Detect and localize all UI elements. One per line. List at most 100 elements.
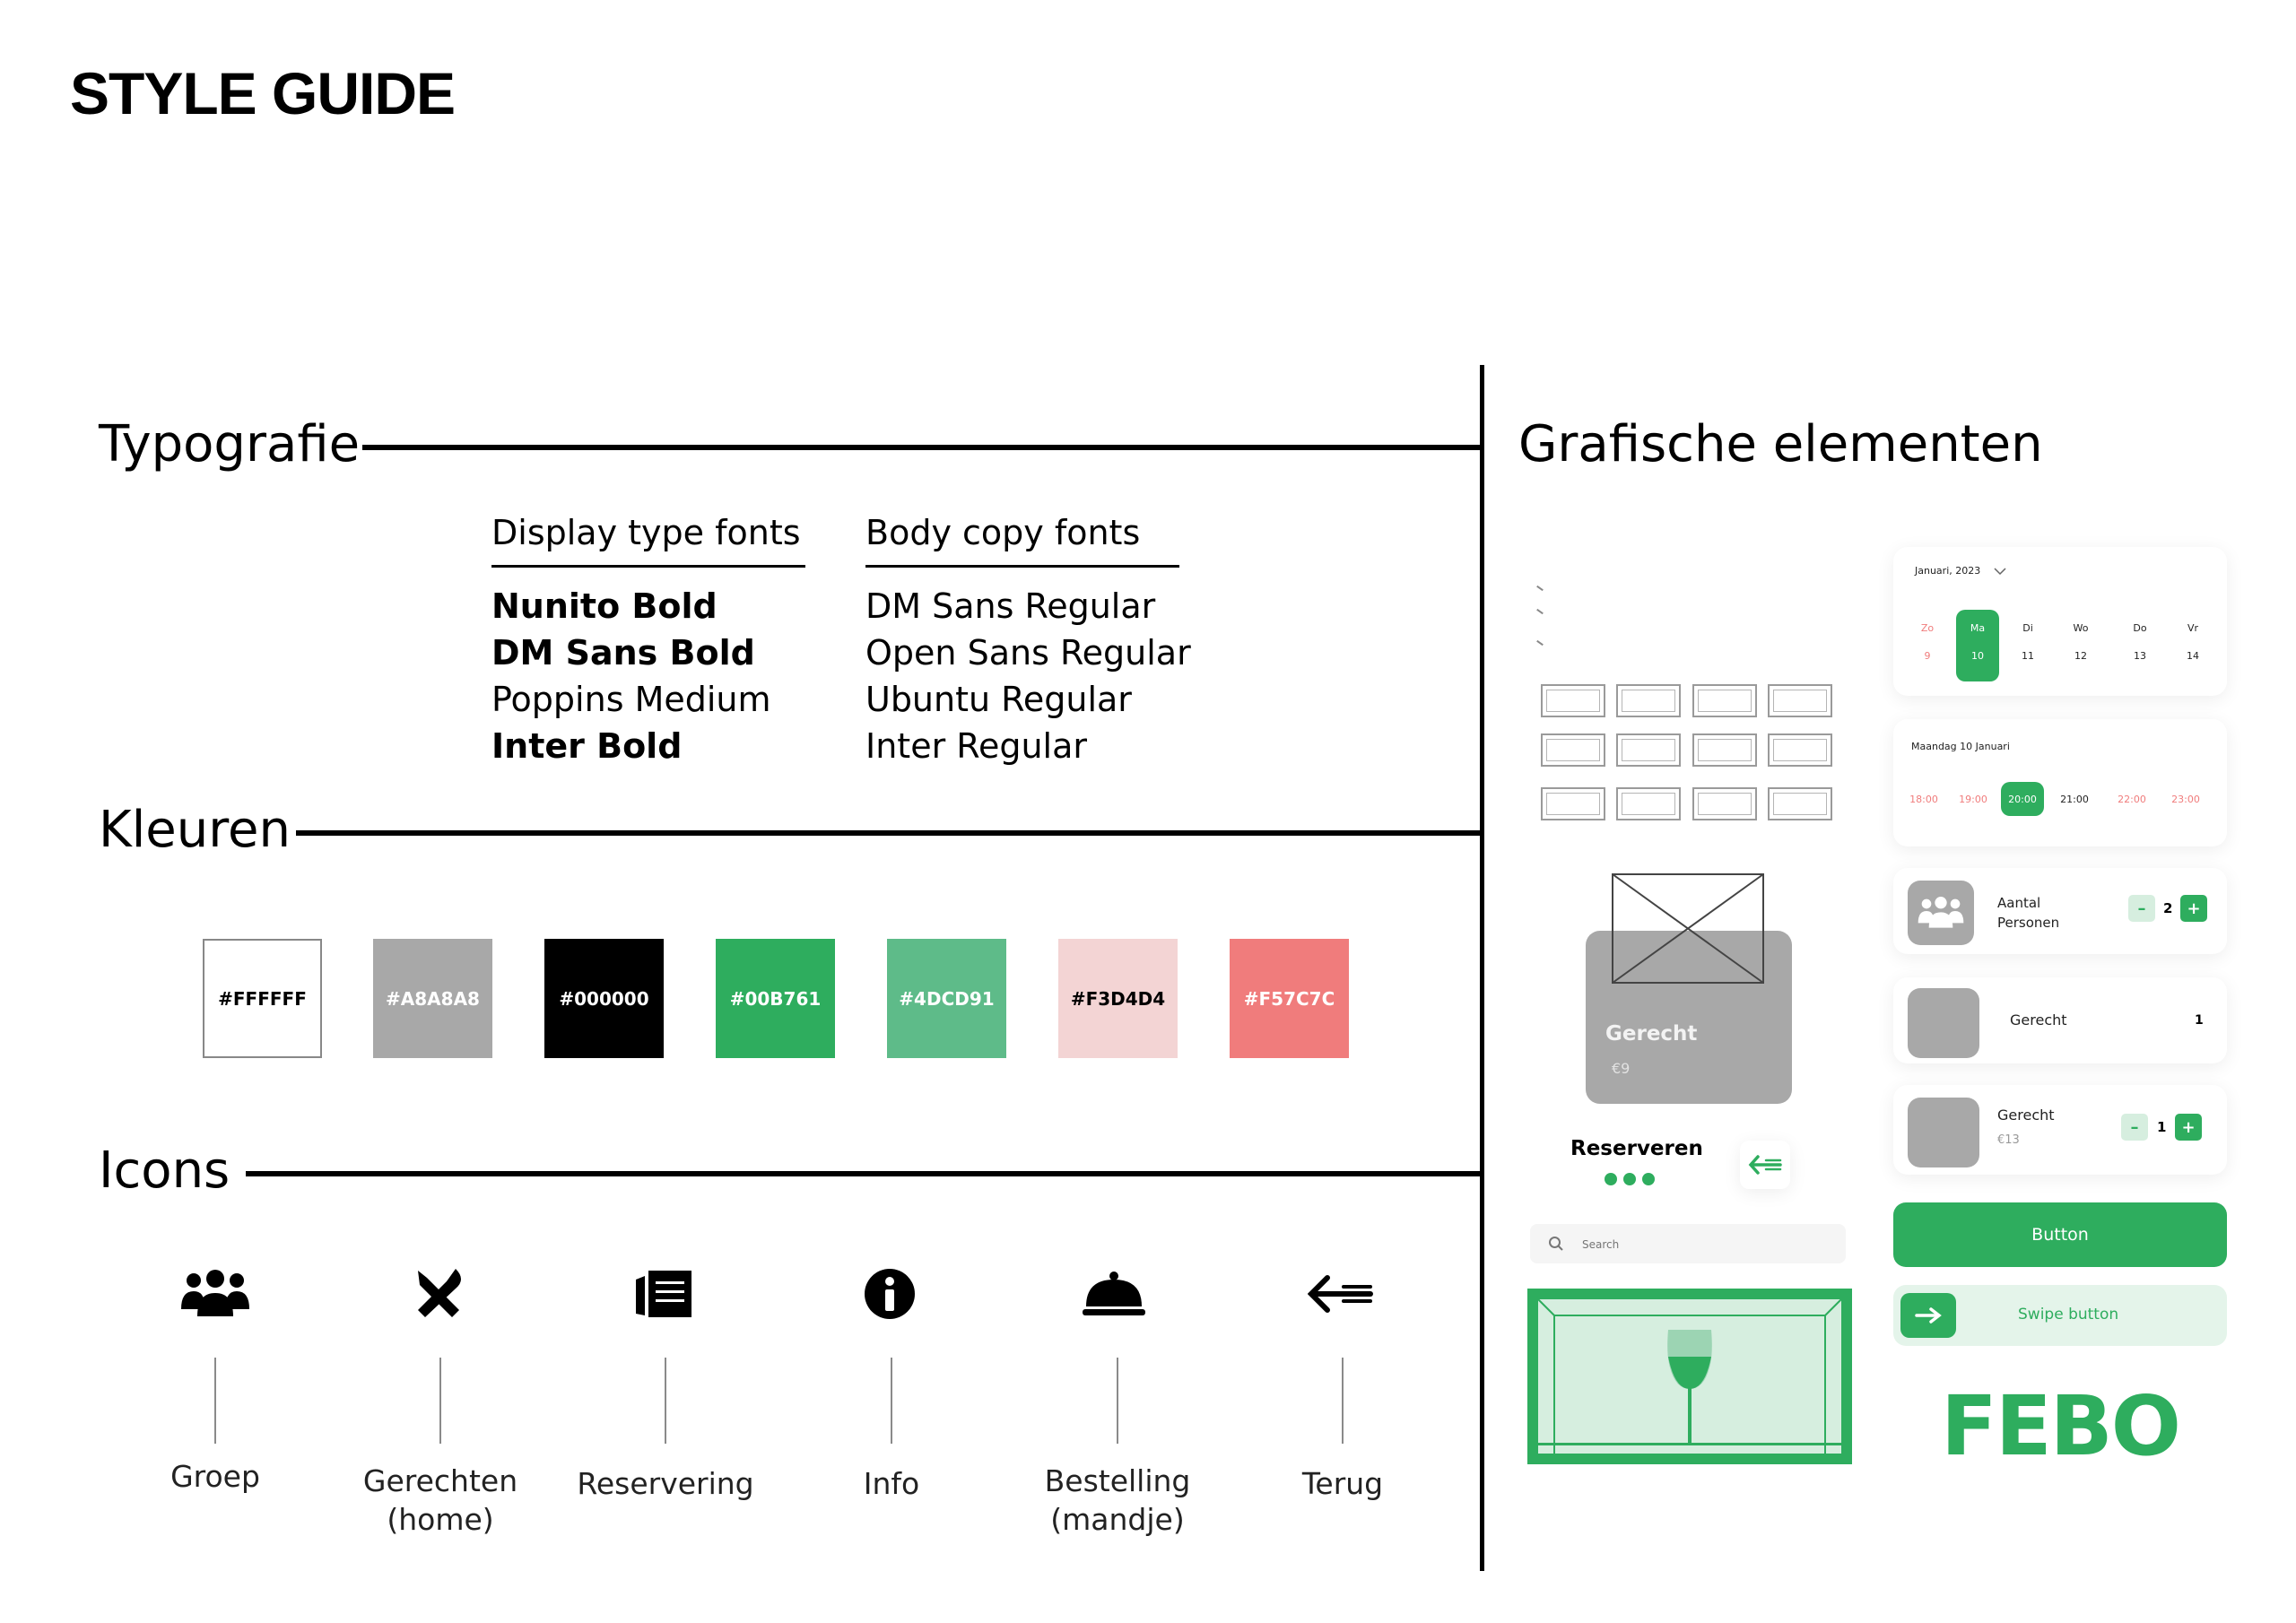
calendar-day[interactable]: Wo 12 (2059, 610, 2102, 681)
icon-label-line: Gerechten (362, 1463, 518, 1498)
tick-mark (1536, 585, 1544, 592)
dish-count-value: 1 (2157, 1119, 2167, 1135)
cloche-icon (1074, 1254, 1154, 1334)
display-font-item: Inter Bold (491, 726, 683, 766)
table-cell (1768, 787, 1832, 820)
table-cell (1692, 787, 1757, 820)
time-slot[interactable]: 23:00 (2171, 793, 2200, 805)
icon-label: Groep (99, 1457, 332, 1496)
back-arrow-icon (1748, 1155, 1782, 1175)
time-slot[interactable]: 19:00 (1959, 793, 1987, 805)
dish-quantity: 1 (2195, 1013, 2204, 1028)
color-swatch: #FFFFFF (203, 939, 322, 1058)
calendar-day-number: 9 (1924, 650, 1931, 662)
search-input[interactable] (1580, 1233, 1835, 1256)
icon-label-line: Groep (170, 1459, 260, 1494)
calendar-day-name: Vr (2187, 622, 2199, 634)
time-slot[interactable]: 22:00 (2118, 793, 2146, 805)
search-icon (1549, 1237, 1563, 1251)
chevron-down-icon[interactable] (1994, 567, 2006, 576)
primary-button[interactable]: Button (1893, 1202, 2227, 1267)
calendar-day-name: Wo (2073, 622, 2089, 634)
month-label: Januari, 2023 (1915, 565, 1981, 577)
table-cell (1616, 787, 1681, 820)
calendar-day-name: Di (2022, 622, 2033, 634)
color-swatch: #00B761 (716, 939, 835, 1058)
febo-logo: FEBO (1941, 1390, 2181, 1460)
guest-count-value: 2 (2163, 900, 2173, 916)
group-icon (1918, 897, 1964, 928)
calendar-day-number: 12 (2074, 650, 2087, 662)
calendar-day-number: 13 (2134, 650, 2146, 662)
body-fonts-list: DM Sans Regular Open Sans Regular Ubuntu… (865, 583, 1191, 769)
calendar-day-name: Zo (1920, 622, 1935, 634)
time-slot[interactable]: 18:00 (1909, 793, 1938, 805)
wine-glass-illustration (1537, 1298, 1842, 1454)
icon-connector-line (665, 1358, 666, 1444)
info-icon (849, 1254, 930, 1334)
minus-button[interactable]: – (2121, 1114, 2148, 1141)
icon-connector-line (891, 1358, 892, 1444)
group-icon (175, 1254, 256, 1334)
section-rule-typografie (362, 445, 1482, 450)
table-cell (1616, 684, 1681, 717)
calendar-day-name: Do (2133, 622, 2147, 634)
date-label: Maandag 10 Januari (1911, 741, 2010, 752)
dish-row[interactable]: Gerecht €13 – 1 + (1893, 1085, 2227, 1175)
icon-label: Info (775, 1464, 1008, 1503)
display-fonts-heading: Display type fonts (491, 513, 801, 552)
dish-row[interactable]: Gerecht 1 (1893, 977, 2227, 1063)
table-cell (1692, 684, 1757, 717)
search-bar[interactable] (1530, 1224, 1846, 1263)
body-font-item: Inter Regular (865, 726, 1088, 766)
icon-connector-line (1117, 1358, 1118, 1444)
minus-button[interactable]: – (2128, 895, 2155, 922)
utensils-icon (399, 1254, 480, 1334)
time-slot[interactable]: 21:00 (2060, 793, 2089, 805)
product-card[interactable]: Gerecht €9 (1586, 931, 1792, 1104)
table-cell (1768, 684, 1832, 717)
plus-button[interactable]: + (2175, 1114, 2202, 1141)
body-fonts-underline (865, 565, 1179, 568)
icon-connector-line (1342, 1358, 1344, 1444)
calendar-day-name: Ma (1970, 622, 1986, 634)
time-picker-card: Maandag 10 Januari 18:00 19:00 20:00 21:00 2… (1893, 719, 2227, 846)
color-swatch: #A8A8A8 (373, 939, 492, 1058)
body-font-item: Open Sans Regular (865, 633, 1191, 673)
dish-name: Gerecht (1997, 1107, 2055, 1124)
tick-mark (1536, 639, 1544, 647)
display-font-item: DM Sans Bold (491, 633, 755, 673)
section-rule-kleuren (296, 830, 1482, 836)
image-frame (1527, 1289, 1852, 1464)
swipe-handle[interactable] (1900, 1293, 1956, 1338)
icon-label: Bestelling(mandje) (1001, 1462, 1234, 1539)
body-fonts-heading: Body copy fonts (865, 513, 1141, 552)
back-button[interactable] (1740, 1141, 1790, 1189)
plus-button[interactable]: + (2180, 895, 2207, 922)
calendar-day[interactable]: Do 13 (2118, 610, 2161, 681)
swipe-button[interactable]: Swipe button (1893, 1285, 2227, 1346)
table-cell (1541, 787, 1605, 820)
display-font-item: Nunito Bold (491, 586, 718, 626)
table-cell (1616, 733, 1681, 767)
dish-thumbnail (1908, 988, 1979, 1058)
arrow-right-icon (1915, 1307, 1942, 1324)
swipe-button-label: Swipe button (2018, 1306, 2119, 1324)
icon-label: Gerechten (home) (324, 1462, 557, 1539)
time-slot[interactable]: 20:00 (2001, 782, 2044, 816)
icon-label: Reservering (549, 1464, 782, 1503)
color-swatch: #F57C7C (1230, 939, 1349, 1058)
icon-connector-line (214, 1358, 216, 1444)
product-card-name: Gerecht (1605, 1022, 1698, 1046)
icon-label-line: (home) (387, 1502, 494, 1537)
section-heading-kleuren: Kleuren (99, 801, 291, 859)
image-placeholder-icon (1612, 873, 1764, 984)
calendar-day[interactable]: Zo 9 (1906, 610, 1949, 681)
loading-dots (1605, 1173, 1655, 1190)
color-swatch: #4DCD91 (887, 939, 1006, 1058)
guest-count-label: Aantal Personen (1997, 893, 2059, 933)
